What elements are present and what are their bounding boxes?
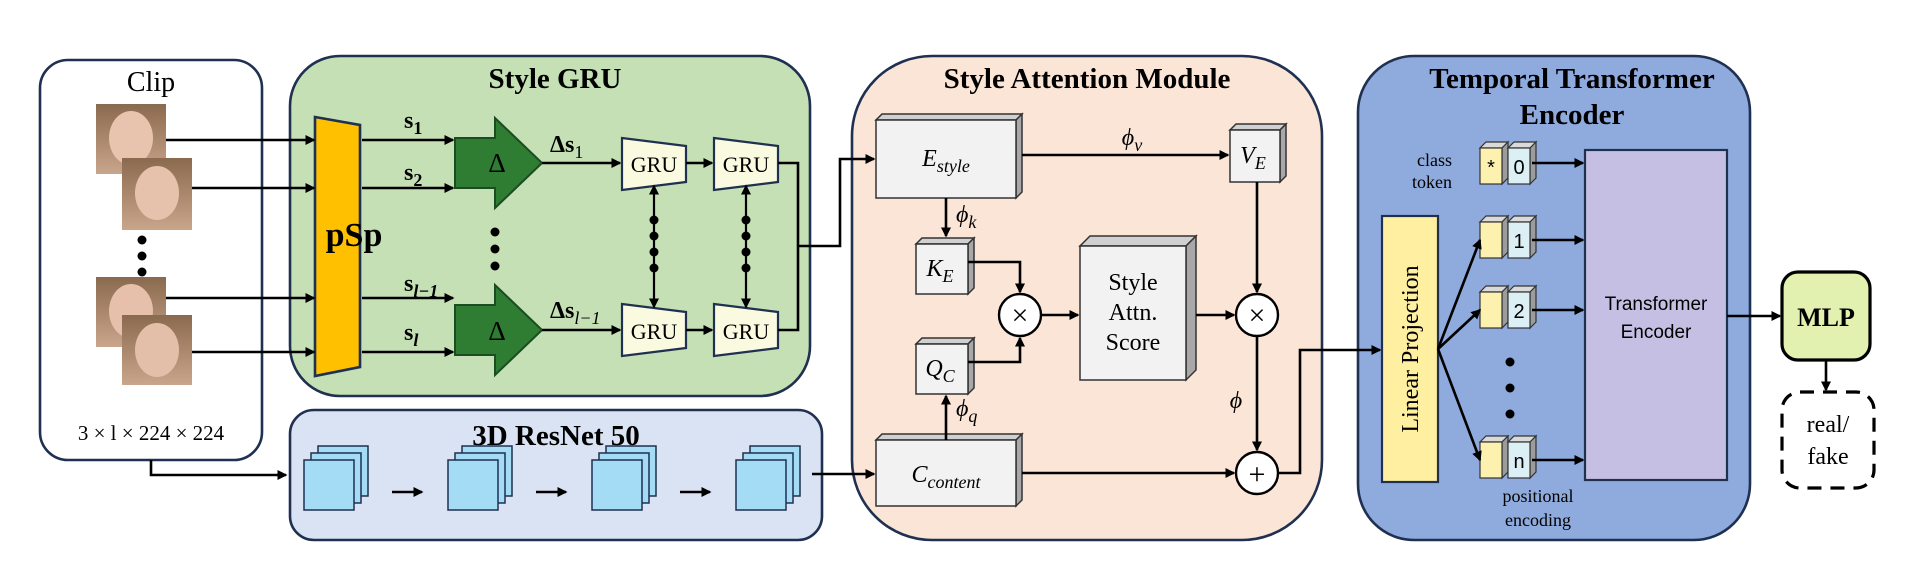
svg-text:real/: real/ <box>1807 412 1850 438</box>
q-c-block: QC <box>914 336 976 396</box>
patch-token-cube-n <box>1478 434 1510 480</box>
clip-title: Clip <box>127 67 175 98</box>
svg-text:Attn.: Attn. <box>1109 300 1158 326</box>
real-fake-output: real/ fake <box>1780 390 1876 490</box>
gru-cell-2-1: GRU <box>620 302 688 358</box>
resnet-stack-4 <box>735 445 801 511</box>
resnet-stack-2 <box>447 445 513 511</box>
gru-vertical-link-1 <box>649 184 659 309</box>
svg-text:0: 0 <box>1513 157 1524 179</box>
svg-text:VE: VE <box>1240 143 1266 173</box>
position-cube-1: 1 <box>1506 214 1538 260</box>
vertical-ellipsis-tokens <box>1505 357 1515 419</box>
vertical-ellipsis-delta <box>490 227 500 271</box>
position-cube-2: 2 <box>1506 284 1538 330</box>
e-style-block: Estyle <box>874 112 1024 200</box>
svg-text:GRU: GRU <box>723 319 770 344</box>
svg-text:Style: Style <box>1108 270 1157 296</box>
phi-k-label: ϕk <box>956 202 977 232</box>
delta-block-bottom: Δ <box>454 282 544 378</box>
dsl1-label: Δsl−1 <box>550 298 601 328</box>
gru-vertical-link-2 <box>741 184 751 309</box>
class-token-cube: * <box>1478 140 1510 186</box>
svg-text:KE: KE <box>925 256 953 286</box>
svg-text:Transformer: Transformer <box>1605 294 1708 315</box>
resnet-feature-stacks <box>303 445 801 511</box>
patch-token-cube-2 <box>1478 284 1510 330</box>
ellipsis-dots <box>137 235 147 277</box>
svg-text:Δ: Δ <box>488 316 505 346</box>
patch-token-cube-1 <box>1478 214 1510 260</box>
ds1-label: Δs1 <box>550 132 583 162</box>
gru-cell-1-2: GRU <box>712 136 780 192</box>
svg-text:Score: Score <box>1106 330 1161 356</box>
clip-dimensions: 3 × l × 224 × 224 <box>78 421 225 445</box>
resnet-stack-1 <box>303 445 369 511</box>
sl-label: sl <box>404 320 418 350</box>
svg-text:+: + <box>1249 458 1266 491</box>
s1-label: s1 <box>404 108 422 138</box>
phi-v-label: ϕv <box>1122 125 1142 155</box>
psp-label: pSp <box>326 217 383 254</box>
multiply-node-v: × <box>1234 292 1280 338</box>
resnet-stack-3 <box>591 445 657 511</box>
c-content-block: Ccontent <box>874 432 1024 508</box>
style-attention-panel: Style Attention Module Estyle VE KE QC <box>850 54 1324 542</box>
svg-text:2: 2 <box>1513 301 1524 323</box>
temporal-transformer-panel: Temporal Transformer Encoder class token… <box>1356 54 1752 542</box>
positional-encoding-label-1: positional <box>1503 486 1574 506</box>
resnet-panel: 3D ResNet 50 <box>288 408 824 542</box>
delta-block-top: Δ <box>454 115 544 211</box>
svg-text:n: n <box>1513 451 1524 473</box>
svg-text:Ccontent: Ccontent <box>912 462 982 492</box>
add-node: + <box>1234 450 1280 496</box>
phi-q-label: ϕq <box>956 396 977 426</box>
svg-text:×: × <box>1012 299 1029 332</box>
connectors <box>149 135 1831 480</box>
svg-text:MLP: MLP <box>1797 303 1855 332</box>
sl-1-label: sl−1 <box>404 271 438 301</box>
class-token-label-1: class <box>1417 150 1452 170</box>
token-sequence: * 0 1 2 n <box>1478 140 1538 480</box>
position-cube-0: 0 <box>1506 140 1538 186</box>
position-cube-n: n <box>1506 434 1538 480</box>
k-e-block: KE <box>914 236 976 296</box>
mlp-block: MLP <box>1780 270 1872 362</box>
class-token-label-2: token <box>1412 172 1452 192</box>
svg-text:Linear Projection: Linear Projection <box>1398 265 1424 432</box>
face-frame-4 <box>122 315 192 385</box>
style-attention-score-block: Style Attn. Score <box>1078 234 1198 382</box>
transformer-title-line2: Encoder <box>1520 99 1625 131</box>
positional-encoding-label-2: encoding <box>1505 510 1571 530</box>
svg-text:×: × <box>1249 299 1266 332</box>
style-gru-panel: Style GRU pSp s1 s2 sl−1 sl Δ Δ Δs1 Δsl−… <box>288 54 812 398</box>
psp-encoder: pSp <box>313 115 383 378</box>
transformer-encoder-block: Transformer Encoder <box>1583 148 1729 482</box>
v-e-block: VE <box>1228 122 1288 184</box>
svg-text:Encoder: Encoder <box>1621 322 1692 343</box>
svg-text:QC: QC <box>925 356 955 386</box>
svg-text:GRU: GRU <box>631 319 678 344</box>
clip-panel: Clip 3 × l × 224 × 224 <box>38 58 264 462</box>
gru-cell-2-2: GRU <box>712 302 780 358</box>
s2-label: s2 <box>404 160 422 190</box>
svg-text:GRU: GRU <box>723 152 770 177</box>
transformer-title-line1: Temporal Transformer <box>1429 63 1715 95</box>
multiply-node-kq: × <box>997 292 1043 338</box>
svg-text:fake: fake <box>1807 444 1848 470</box>
face-frame-2 <box>122 158 192 230</box>
svg-text:GRU: GRU <box>631 152 678 177</box>
style-attention-title: Style Attention Module <box>944 63 1231 95</box>
phi-label: ϕ <box>1230 388 1242 414</box>
svg-text:*: * <box>1487 157 1495 179</box>
svg-text:Estyle: Estyle <box>921 146 970 176</box>
svg-text:Δ: Δ <box>488 148 505 178</box>
style-gru-title: Style GRU <box>489 63 622 95</box>
linear-projection-block: Linear Projection <box>1380 214 1440 484</box>
gru-cell-1-1: GRU <box>620 136 688 192</box>
svg-text:1: 1 <box>1513 231 1524 253</box>
